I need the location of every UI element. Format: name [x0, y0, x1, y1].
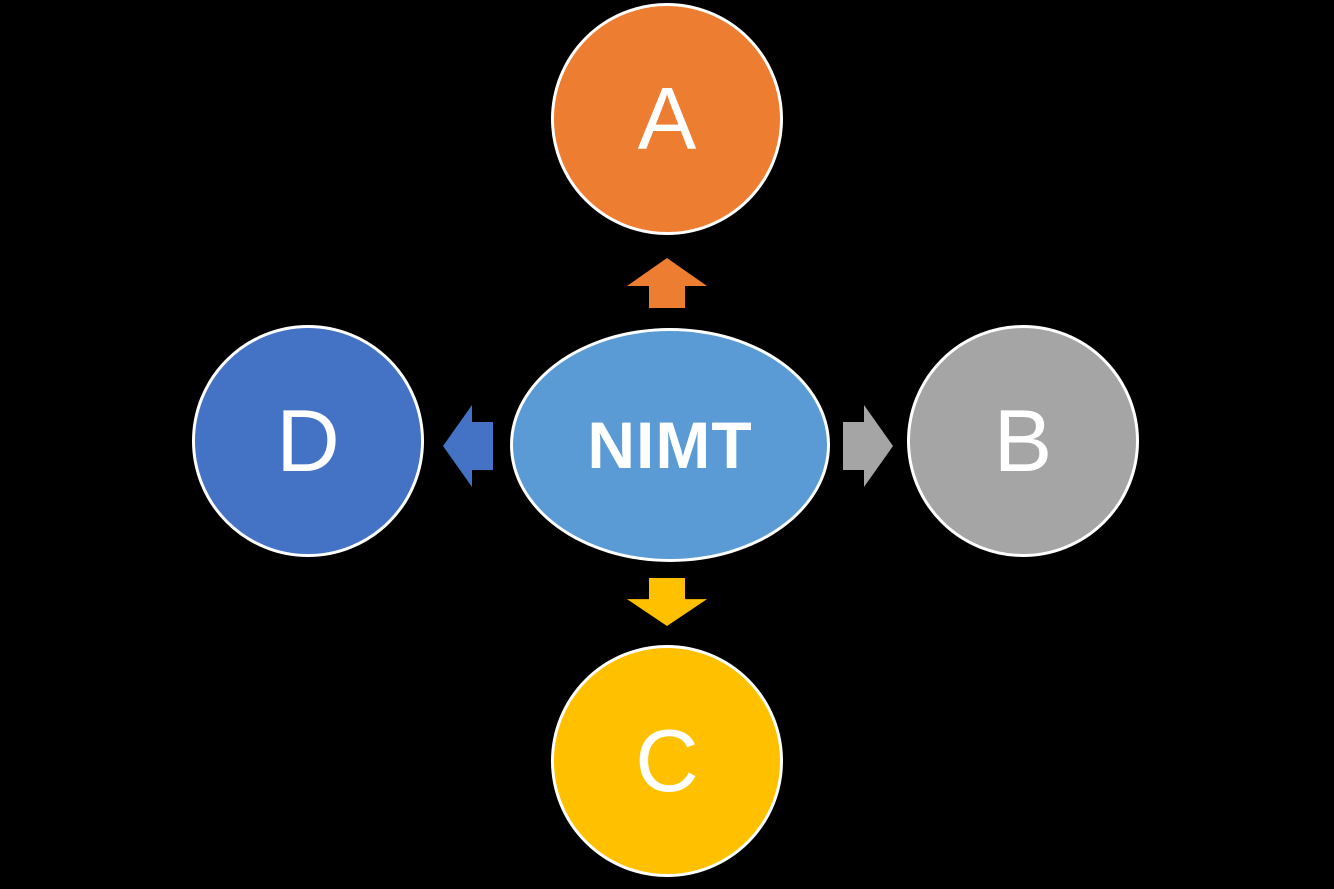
- node-a-label: A: [637, 69, 697, 168]
- node-c-circle: C: [551, 645, 783, 877]
- node-c-label: C: [635, 711, 699, 810]
- node-a-circle: A: [551, 3, 783, 235]
- arrow-left-icon: [443, 405, 493, 487]
- node-d-circle: D: [192, 325, 424, 557]
- arrow-down-icon: [627, 578, 707, 626]
- arrow-right-icon: [843, 405, 893, 487]
- center-node-ellipse: NIMT: [510, 328, 830, 562]
- arrow-up-icon: [627, 258, 707, 308]
- node-b-circle: B: [907, 325, 1139, 557]
- node-d-label: D: [276, 391, 340, 490]
- node-b-label: B: [993, 391, 1053, 490]
- center-node-label: NIMT: [587, 408, 753, 482]
